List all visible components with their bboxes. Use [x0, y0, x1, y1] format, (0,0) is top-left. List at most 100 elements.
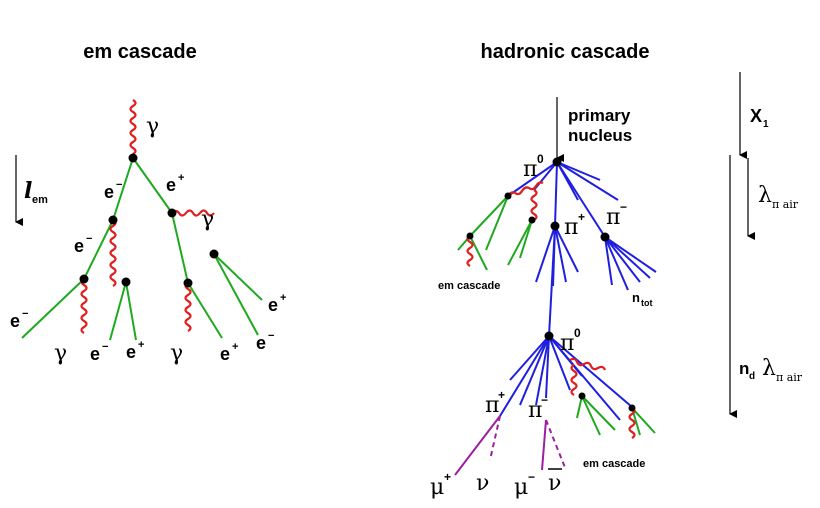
had-vertex-em4 — [578, 392, 586, 400]
blue-top-3 — [554, 161, 558, 227]
label-pi0-top: π — [523, 157, 537, 182]
label-piplus-mid-sup: + — [578, 210, 585, 224]
track-ep-r1 — [213, 253, 263, 301]
label-nu: ν — [476, 471, 489, 496]
label-ep-r1: e — [268, 295, 278, 315]
label-pi0-low: π — [560, 331, 574, 356]
label-ep-b3-sup: + — [138, 339, 144, 351]
track-e1 — [112, 157, 134, 221]
purple-muminus — [541, 419, 547, 471]
depth-scale: X 1 λ π air n d λ π air — [729, 72, 803, 418]
blue-top-2 — [533, 161, 558, 191]
lambda-label: λ — [758, 183, 772, 208]
purple-nu — [489, 415, 501, 461]
had-vertex-em1 — [466, 232, 474, 240]
track-ep-b3 — [125, 281, 137, 341]
label-e-b2-sup: − — [102, 341, 108, 353]
green-had-r3 — [576, 395, 583, 419]
em-vertex-2 — [108, 215, 118, 225]
track-ep1-down — [171, 212, 189, 284]
label-e-r2-sup: − — [268, 330, 274, 342]
lambda-subscript: π air — [772, 198, 799, 211]
em-cascade-left-label: em cascade — [438, 280, 500, 292]
em-cascade: em cascade l em γ e − e + — [10, 41, 286, 366]
had-vertex-em2 — [528, 216, 536, 224]
photon-mid — [171, 209, 215, 217]
label-pi0-low-sup: 0 — [574, 326, 581, 340]
blue-low-1 — [499, 335, 550, 417]
label-ep-b5: e — [220, 344, 230, 364]
label-gamma-mid: γ — [201, 207, 214, 232]
nd-subscript: d — [749, 371, 755, 382]
green-had-l2 — [485, 195, 509, 251]
blue-trunk — [548, 225, 556, 337]
had-vertex-pip — [550, 221, 560, 231]
photon-b4 — [184, 282, 192, 332]
blue-pim-3 — [604, 236, 651, 279]
x1-label: X — [750, 106, 762, 126]
label-ep-r1-sup: + — [280, 292, 286, 304]
blue-pim-4 — [604, 236, 657, 273]
track-e-b2 — [109, 281, 127, 341]
hadronic-cascade-title: hadronic cascade — [481, 41, 650, 63]
purple-nubar — [545, 419, 567, 471]
ntot-subscript: tot — [641, 298, 653, 308]
blue-low-4 — [545, 335, 550, 399]
green-had-l5 — [469, 235, 488, 271]
photon-top — [129, 99, 137, 155]
green-had-r4 — [631, 407, 656, 434]
label-ep1-sup: + — [178, 172, 184, 184]
lambda2-subscript: π air — [776, 371, 803, 384]
label-mu-minus-sup: − — [528, 470, 535, 484]
had-vertex-low — [544, 331, 554, 341]
blue-pim-2 — [604, 236, 641, 283]
photon-had-right-top — [569, 357, 607, 371]
label-piminus-mid: π — [606, 205, 620, 230]
had-vertex-pim — [600, 232, 610, 242]
blue-low-2 — [519, 335, 550, 406]
green-had-r2 — [581, 395, 616, 431]
label-piminus-mid-sup: − — [620, 200, 627, 214]
nd-label: n — [739, 359, 749, 378]
em-vertex-4 — [79, 274, 89, 284]
track-e2 — [83, 219, 114, 280]
photon-center — [109, 219, 117, 287]
lambda2-label: λ — [762, 356, 776, 381]
label-e-b2: e — [90, 344, 100, 364]
label-mu-plus: μ — [430, 475, 444, 500]
green-had-r1 — [581, 395, 601, 436]
photon-had-left-top — [507, 181, 544, 197]
purple-muplus — [454, 415, 501, 476]
had-vertex-em5 — [628, 404, 636, 412]
track-ep1 — [132, 157, 173, 214]
label-piplus-mid: π — [564, 215, 578, 240]
blue-top-7 — [556, 161, 601, 181]
photon-had-right-bottom — [628, 407, 636, 439]
label-ep-b5-sup: + — [232, 341, 238, 353]
photon-had-left-bottom — [466, 235, 474, 267]
lem-subscript: em — [32, 194, 48, 206]
label-ep1: e — [166, 175, 176, 195]
green-had-l3 — [507, 219, 533, 266]
green-had-l4 — [519, 219, 533, 259]
blue-pip-4 — [554, 225, 579, 273]
photon-had-right-mid — [570, 364, 578, 396]
em-cascade-title: em cascade — [83, 41, 196, 63]
blue-top-5 — [556, 161, 606, 238]
em-vertex-3 — [167, 208, 177, 218]
label-e-left: e — [10, 311, 20, 331]
blue-pip-1 — [535, 225, 556, 283]
ntot-label: n — [632, 290, 640, 305]
blue-low-9 — [509, 335, 550, 381]
x1-subscript: 1 — [763, 119, 769, 130]
label-mu-minus: μ — [514, 475, 528, 500]
label-e2: e — [74, 236, 84, 256]
label-e1: e — [104, 182, 114, 202]
label-gamma-bl: γ — [54, 341, 67, 366]
blue-pip-3 — [554, 225, 567, 283]
label-ep-b3: e — [126, 342, 136, 362]
label-piplus-low-sup: + — [498, 388, 505, 402]
photon-bl — [80, 278, 88, 334]
label-piminus-low-sup: − — [541, 393, 548, 407]
